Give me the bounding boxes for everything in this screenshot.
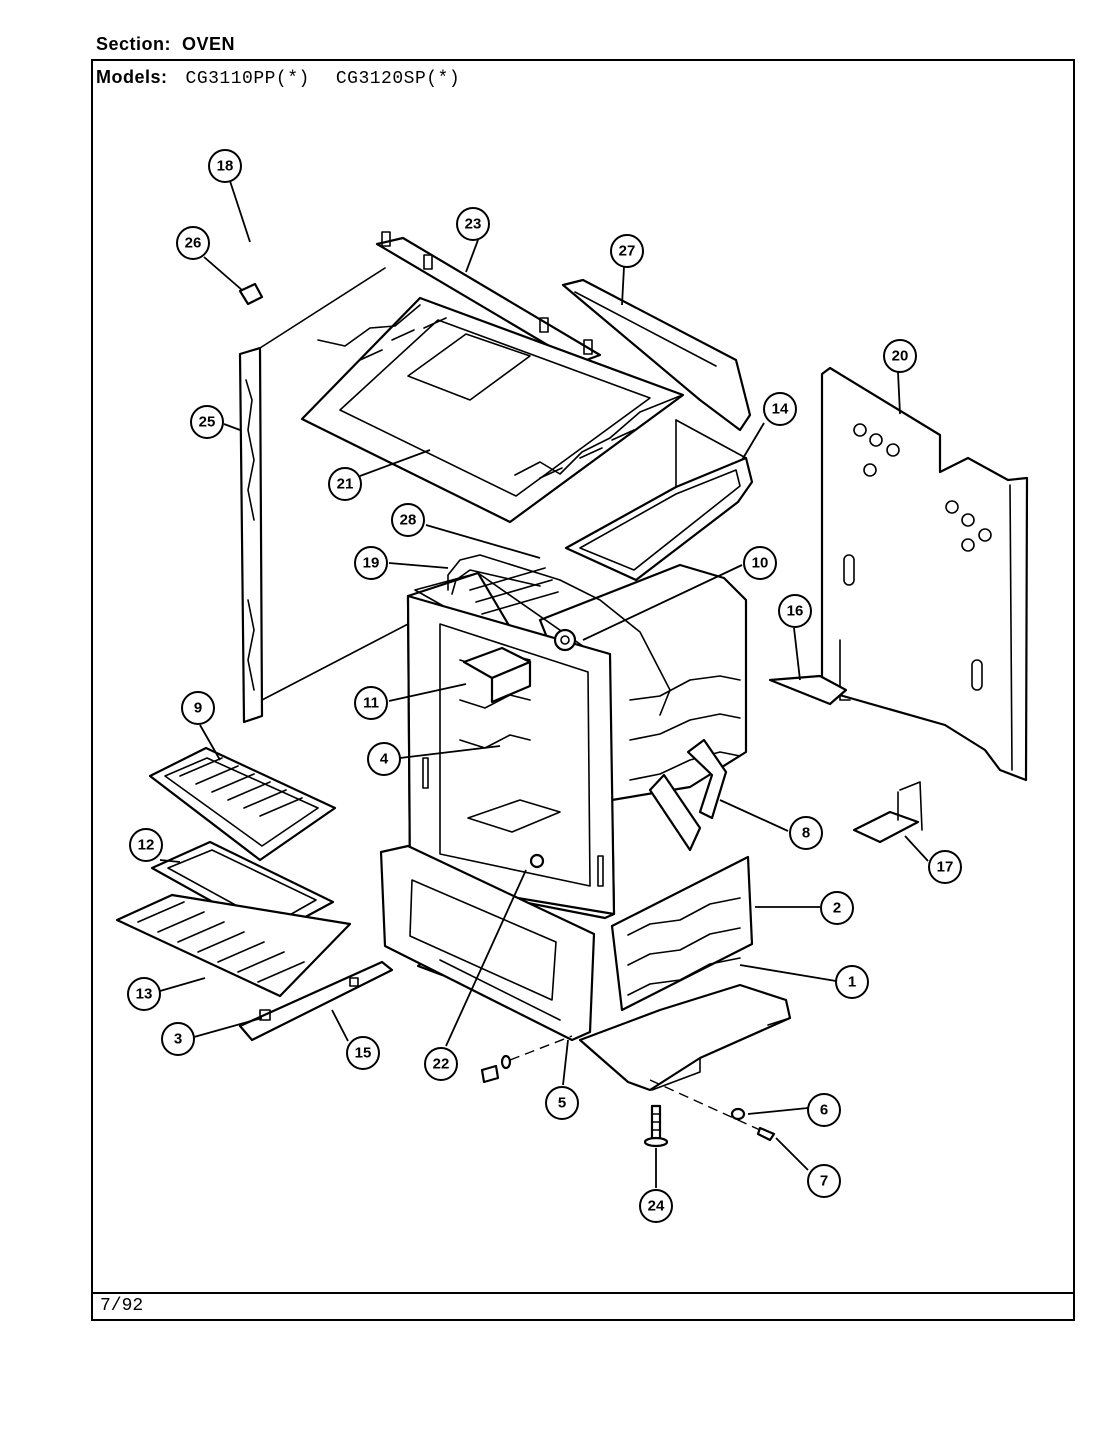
door-hinge-part (648, 738, 728, 852)
igniter-bracket-part (462, 646, 532, 704)
callout-label: 19 (363, 555, 380, 572)
footer-rule (91, 1292, 1075, 1294)
back-panel-part (820, 366, 1029, 782)
callout: 23 (456, 207, 490, 241)
callout-label: 21 (337, 476, 354, 493)
leader-lines (159, 180, 929, 1188)
callout: 22 (424, 1047, 458, 1081)
section-label: Section: (96, 34, 172, 54)
callout-label: 14 (772, 401, 789, 418)
burner-baffle-part (561, 278, 752, 432)
callout-label: 7 (820, 1173, 828, 1190)
callout-label: 5 (558, 1095, 566, 1112)
model-number: CG3120SP(*) (335, 69, 461, 89)
callout: 24 (639, 1189, 673, 1223)
callout: 18 (208, 149, 242, 183)
broiler-drawer-part (564, 419, 754, 582)
callout-label: 6 (820, 1102, 828, 1119)
callout-label: 9 (194, 700, 202, 717)
section-value: OVEN (182, 34, 236, 54)
callout-label: 23 (465, 216, 482, 233)
callout-label: 17 (937, 859, 954, 876)
callout-label: 26 (185, 235, 202, 252)
callout-label: 27 (619, 243, 636, 260)
callout: 11 (354, 686, 388, 720)
callout-label: 24 (648, 1198, 665, 1215)
models-label: Models: (96, 67, 168, 87)
footer-date: 7/92 (100, 1296, 144, 1316)
lower-panel-part (610, 855, 754, 1012)
callout: 6 (807, 1093, 841, 1127)
callout-label: 13 (136, 986, 153, 1003)
callout: 19 (354, 546, 388, 580)
callout-label: 20 (892, 348, 909, 365)
leveling-leg-part (643, 1104, 669, 1148)
hinge-bracket-part (852, 781, 923, 844)
oven-top-panel-part (300, 296, 685, 524)
callout-label: 4 (380, 751, 389, 768)
model-number: CG3110PP(*) (185, 69, 310, 89)
callout-label: 3 (174, 1031, 182, 1048)
callout: 3 (161, 1022, 195, 1056)
callout: 25 (190, 405, 224, 439)
callout: 16 (778, 594, 812, 628)
callout: 15 (346, 1036, 380, 1070)
callout-label: 12 (138, 837, 155, 854)
slide-rail-part (238, 960, 394, 1042)
leveling-hardware-part (649, 1079, 776, 1142)
top-support-part (375, 231, 602, 365)
callout-label: 11 (363, 695, 379, 712)
callout: 17 (928, 850, 962, 884)
section-heading: Section: OVEN (96, 34, 235, 55)
side-panel-part (238, 267, 411, 724)
oven-cavity-part (406, 563, 748, 920)
lower-front-panel-part (379, 844, 596, 1042)
callout-label: 15 (355, 1045, 372, 1062)
callout: 5 (545, 1086, 579, 1120)
callout: 8 (789, 816, 823, 850)
callout: 21 (328, 467, 362, 501)
rear-trim-part (768, 674, 848, 706)
diagram-frame (91, 59, 1075, 1321)
callout-label: 28 (400, 512, 417, 529)
screw-part (529, 853, 545, 869)
callout-label: 25 (199, 414, 216, 431)
panel-screw-part (480, 1035, 573, 1084)
callout: 9 (181, 691, 215, 725)
callout: 12 (129, 828, 163, 862)
callout: 2 (820, 891, 854, 925)
burner-assembly-part (447, 554, 671, 716)
oven-rack-part (148, 746, 337, 862)
callout: 14 (763, 392, 797, 426)
callout: 26 (176, 226, 210, 260)
callout: 28 (391, 503, 425, 537)
models-heading: Models: CG3110PP(*) CG3120SP(*) (96, 67, 486, 89)
callout-label: 18 (217, 158, 234, 175)
callout: 7 (807, 1164, 841, 1198)
callout-label: 2 (833, 900, 841, 917)
callout: 1 (835, 965, 869, 999)
callout-label: 1 (848, 974, 856, 991)
callout: 10 (743, 546, 777, 580)
callout-label: 10 (752, 555, 769, 572)
callout: 4 (367, 742, 401, 776)
callout-label: 16 (787, 603, 804, 620)
callout: 27 (610, 234, 644, 268)
callout-label: 8 (802, 825, 810, 842)
valve-part (553, 628, 577, 652)
broiler-grid-part (115, 893, 352, 998)
clip-part (238, 282, 264, 306)
callout: 20 (883, 339, 917, 373)
callout-label: 22 (433, 1056, 450, 1073)
callout: 13 (127, 977, 161, 1011)
